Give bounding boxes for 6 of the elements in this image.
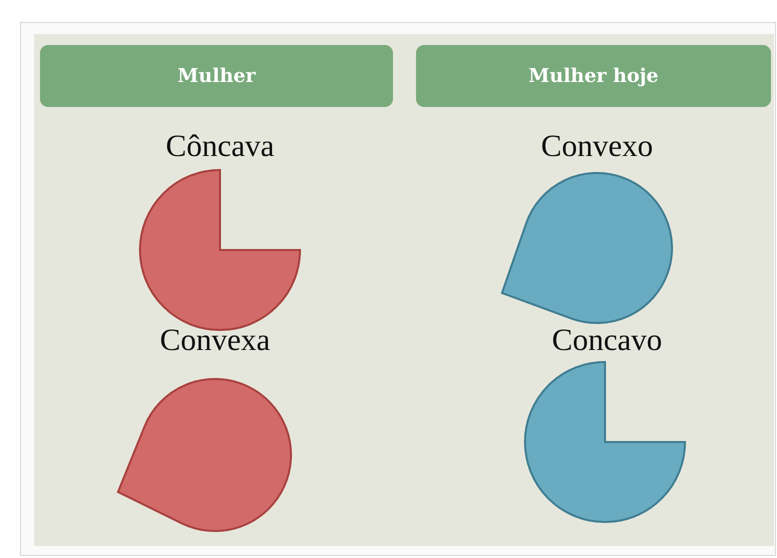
- header-bar: Mulher: [40, 45, 393, 107]
- shape-label: Convexo: [540, 128, 654, 164]
- shape-label: Convexa: [158, 322, 272, 358]
- header-bar: Mulher hoje: [416, 45, 771, 107]
- shape-label: Concavo: [550, 322, 664, 358]
- shape-label: Côncava: [164, 128, 276, 164]
